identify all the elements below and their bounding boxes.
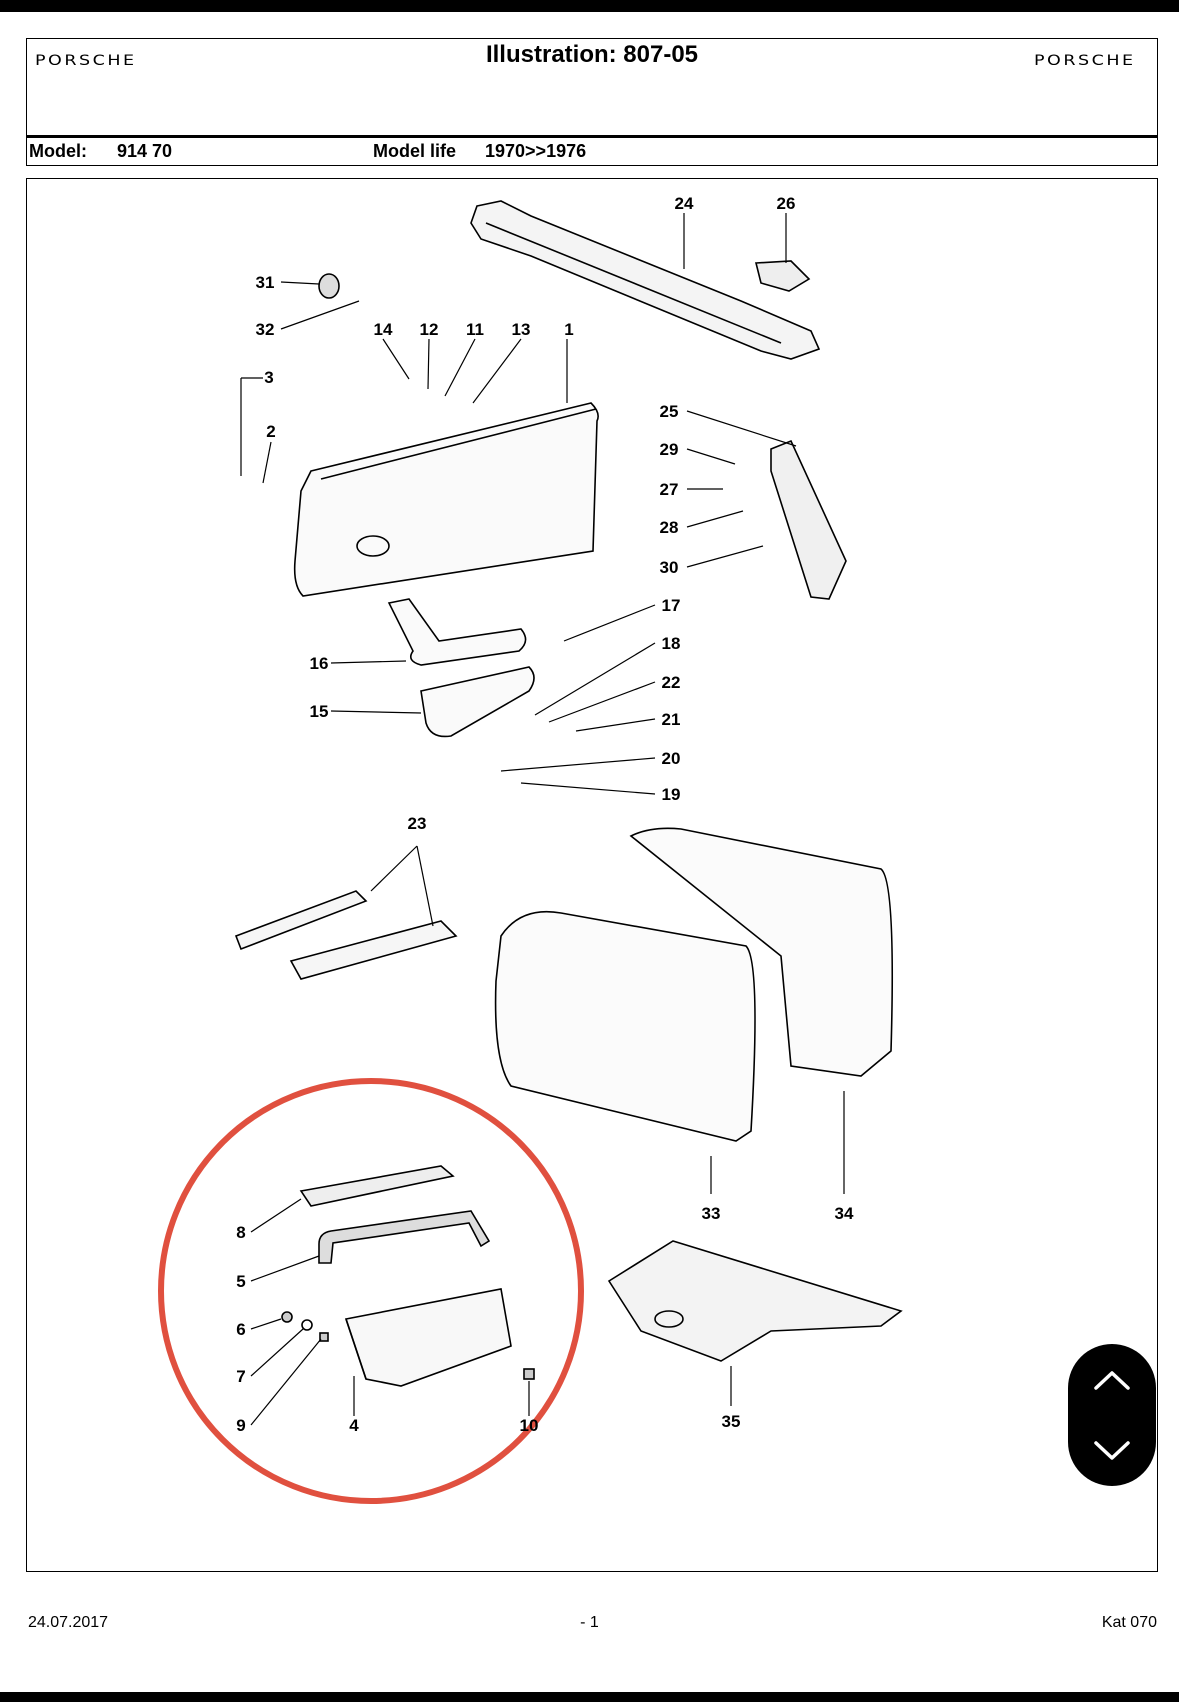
callout-label: 30 (660, 558, 679, 577)
part-35-opening (654, 1310, 684, 1328)
callout-label: 17 (662, 596, 681, 615)
callout-label: 23 (408, 814, 427, 833)
callout-labels: 24 26 31 32 14 12 11 13 1 3 2 25 29 27 2… (236, 194, 854, 1435)
page-header: PORSCHE Illustration: 807-05 PORSCHE (26, 38, 1158, 136)
callout-label: 11 (466, 320, 484, 339)
callout-label: 18 (662, 634, 681, 653)
model-row: Model: 914 70 Model life 1970>>1976 (26, 136, 1158, 166)
chevron-up-icon (1094, 1370, 1130, 1390)
part-6-screw (281, 1311, 293, 1323)
callout-label: 5 (236, 1272, 245, 1291)
part-drawings (234, 200, 903, 1387)
callout-label: 29 (660, 440, 679, 459)
callout-label: 31 (256, 273, 275, 292)
leader-lines (240, 213, 845, 1426)
callout-label: 6 (236, 1320, 245, 1339)
part-31 (318, 273, 340, 299)
scroll-up-button[interactable] (1068, 1344, 1156, 1415)
model-value: 914 70 (117, 141, 173, 161)
scroll-down-button[interactable] (1068, 1415, 1156, 1486)
callout-label: 2 (266, 422, 275, 441)
part-23-strip-b (289, 920, 458, 980)
part-9-nut (319, 1332, 329, 1342)
part-23-strip-a (234, 890, 368, 951)
callout-label: 26 (777, 194, 796, 213)
brand-logo-left: PORSCHE (35, 53, 137, 69)
callout-label: 8 (236, 1223, 245, 1242)
callout-label: 28 (660, 518, 679, 537)
model-label: Model: (29, 141, 87, 161)
callout-label: 3 (264, 368, 273, 387)
part-34-seat-back (629, 827, 894, 1077)
callout-label: 15 (310, 702, 329, 721)
callout-label: 33 (702, 1204, 721, 1223)
parts-diagram: 24 26 31 32 14 12 11 13 1 3 2 25 29 27 2… (158, 194, 903, 1504)
callout-label: 22 (662, 673, 681, 692)
part-5-gasket (318, 1210, 491, 1264)
model-life-value: 1970>>1976 (485, 141, 587, 161)
callout-label: 34 (835, 1204, 854, 1223)
callout-label: 27 (660, 480, 679, 499)
part-8-lid (299, 1165, 455, 1207)
footer-page-number: - 1 (580, 1614, 599, 1631)
callout-label: 9 (236, 1416, 245, 1435)
part-7-washer (301, 1319, 313, 1331)
highlight-circle (158, 1078, 584, 1504)
callout-label: 16 (310, 654, 329, 673)
callout-label: 25 (660, 402, 679, 421)
part-25-pillar (770, 439, 847, 600)
callout-label: 20 (662, 749, 681, 768)
part-24-rail (470, 200, 821, 360)
parts-illustration: 24 26 31 32 14 12 11 13 1 3 2 25 29 27 2… (26, 178, 1158, 1572)
callout-label: 32 (256, 320, 275, 339)
part-1-door-panel (293, 402, 599, 597)
footer-catalog: Kat 070 (1101, 1614, 1157, 1631)
callout-label: 12 (420, 320, 439, 339)
callout-label: 10 (520, 1416, 539, 1435)
top-border (0, 0, 1179, 12)
callout-label: 7 (236, 1367, 245, 1386)
callout-label: 1 (564, 320, 573, 339)
footer-date: 24.07.2017 (28, 1614, 109, 1631)
callout-label: 21 (662, 710, 681, 729)
callout-label: 4 (349, 1416, 359, 1435)
callout-label: 13 (512, 320, 531, 339)
part-15-pocket (420, 666, 535, 738)
part-16-armrest (387, 598, 527, 666)
callout-label: 24 (675, 194, 694, 213)
part-33-seat-back (494, 910, 756, 1142)
brand-logo-right: PORSCHE (1033, 53, 1136, 69)
callout-label: 14 (374, 320, 393, 339)
chevron-down-icon (1094, 1440, 1130, 1460)
callout-label: 35 (722, 1412, 741, 1431)
model-life-label: Model life (373, 141, 457, 161)
door-handle-recess (356, 535, 390, 557)
part-4-glovebox (344, 1288, 512, 1387)
part-26-clip (754, 260, 811, 292)
part-10-nut (523, 1368, 535, 1380)
bottom-border (0, 1692, 1179, 1702)
page-nav-control (1068, 1344, 1156, 1486)
part-35-rear-panel (607, 1240, 903, 1362)
callout-label: 19 (662, 785, 681, 804)
illustration-title: Illustration: 807-05 (485, 41, 699, 68)
